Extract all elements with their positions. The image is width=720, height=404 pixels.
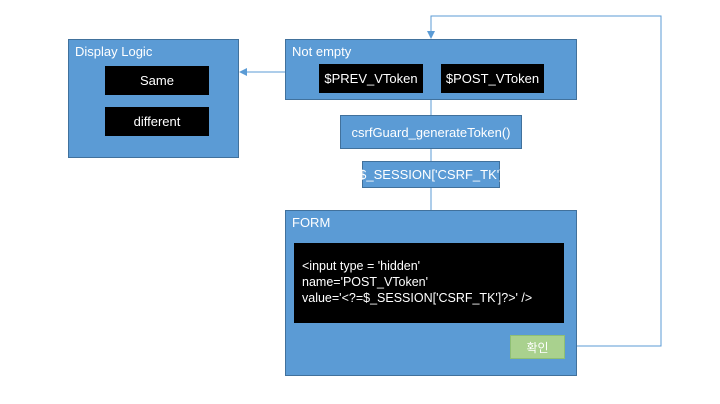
session-token-label: $_SESSION['CSRF_TK'] xyxy=(359,167,503,182)
code-line: <input type = 'hidden' xyxy=(302,259,421,273)
session-token-box: $_SESSION['CSRF_TK'] xyxy=(359,161,503,188)
code-line: value='<?=$_SESSION['CSRF_TK']?>' /> xyxy=(302,291,533,305)
display-logic-box: Display Logic Same different xyxy=(68,39,239,158)
confirm-button[interactable]: 확인 xyxy=(510,335,565,359)
loop-back-connector xyxy=(427,15,662,347)
same-block: Same xyxy=(105,66,209,95)
not-empty-box: Not empty $PREV_VToken $POST_VToken xyxy=(285,39,577,100)
not-empty-title: Not empty xyxy=(292,44,352,59)
hidden-input-code-block: <input type = 'hidden' name='POST_VToken… xyxy=(294,243,564,323)
display-logic-title: Display Logic xyxy=(75,44,153,59)
form-title: FORM xyxy=(292,215,331,230)
different-block: different xyxy=(105,107,209,136)
form-box: FORM <input type = 'hidden' name='POST_V… xyxy=(285,210,577,376)
code-line: name='POST_VToken' xyxy=(302,275,429,289)
prev-vtoken-block: $PREV_VToken xyxy=(319,64,423,93)
generate-token-label: csrfGuard_generateToken() xyxy=(351,124,511,140)
post-vtoken-block: $POST_VToken xyxy=(441,64,544,93)
generate-token-box: csrfGuard_generateToken() xyxy=(340,115,522,149)
